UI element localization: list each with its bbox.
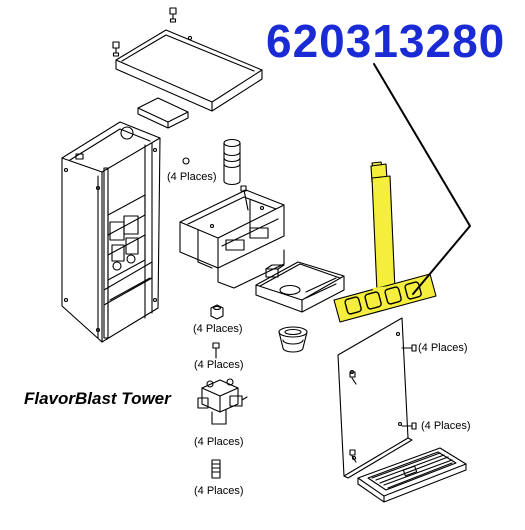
cylinder-part <box>223 138 241 186</box>
membrane-switch-highlighted <box>333 161 437 323</box>
front-panel <box>337 317 413 479</box>
filter-block <box>137 97 189 129</box>
callout-label: (4 Places) <box>193 323 243 335</box>
top-lid <box>115 29 263 112</box>
callout-label: (4 Places) <box>194 359 244 371</box>
top-screws <box>112 7 177 57</box>
panel-screws <box>349 344 417 463</box>
callout-label: (4 Places) <box>167 171 217 183</box>
screw-small-1 <box>182 157 190 165</box>
diagram-title: FlavorBlast Tower <box>24 389 171 408</box>
screw-mid <box>212 342 220 359</box>
nozzle-cup <box>278 326 308 353</box>
tower-housing <box>61 121 161 343</box>
callout-label: (4 Places) <box>418 342 468 354</box>
part-number-label: 620313280 <box>266 15 506 67</box>
hex-nut <box>210 304 224 320</box>
drip-tray <box>357 447 467 503</box>
valve-assembly <box>197 378 248 425</box>
callout-label: (4 Places) <box>421 420 471 432</box>
fitting-bottom <box>211 459 221 479</box>
leader-line <box>373 63 471 295</box>
callout-label: (4 Places) <box>194 485 244 497</box>
callout-label: (4 Places) <box>194 436 244 448</box>
nozzle-housing <box>255 261 345 313</box>
mounting-bracket <box>179 189 285 289</box>
